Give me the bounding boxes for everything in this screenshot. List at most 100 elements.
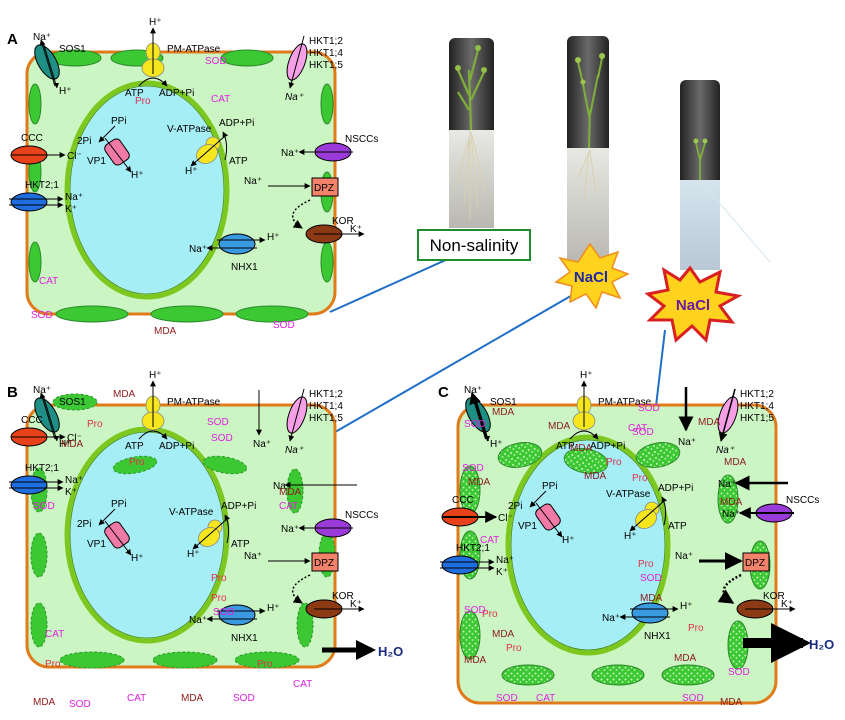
atp-label: ATP [229, 156, 248, 167]
hkt21-label: HKT2;1 [456, 543, 490, 554]
na-label: Na⁺ [281, 148, 299, 159]
h-label: H⁺ [187, 549, 200, 560]
na-efflux-arrow [469, 391, 487, 440]
cat-label: CAT [536, 693, 555, 704]
h-transport-arrow [104, 137, 132, 173]
panel-letter: C [438, 384, 449, 401]
k-label: K⁺ [350, 599, 362, 610]
h-label: H⁺ [149, 17, 162, 28]
h-transport-arrow [104, 520, 132, 556]
nhx1-antiporter [218, 233, 256, 255]
h-label: H⁺ [59, 86, 72, 97]
dpz-kor-arrow [292, 574, 311, 604]
adp-pi-label: ADP+Pi [590, 441, 625, 452]
k-label: K⁺ [65, 487, 77, 498]
na-label: Na⁺ [273, 481, 291, 492]
hkt1-label: HKT1;5 [740, 413, 774, 424]
sod-label: SOD [69, 699, 91, 710]
mda-label: MDA [720, 697, 743, 708]
vacuole [505, 434, 671, 656]
v-atpase-label: V-ATPase [606, 489, 651, 500]
v-atpase-bottom [198, 527, 220, 547]
sod-label: SOD [205, 56, 227, 67]
pro-label: Pro [211, 593, 227, 604]
sos1-label: SOS1 [490, 397, 517, 408]
na-label: Na⁺ [189, 615, 207, 626]
h-transport-arrow [629, 500, 665, 532]
k-label: K⁺ [65, 204, 77, 215]
chloroplast [150, 305, 224, 323]
connector-b [329, 285, 589, 436]
h-label: H⁺ [131, 553, 144, 564]
pro-label: Pro [632, 473, 648, 484]
h-label: H⁺ [149, 370, 162, 381]
vp1-label: VP1 [87, 156, 106, 167]
atp-label: ATP [231, 539, 250, 550]
chloroplast [234, 651, 300, 669]
na-label: Na⁺ [464, 385, 482, 396]
ppi-hydrolysis-arrow [98, 508, 116, 526]
v-atpase-bottom [196, 144, 218, 164]
nhx1-antiporter [218, 604, 256, 626]
nhx1-label: NHX1 [231, 633, 258, 644]
sod-label: SOD [233, 693, 255, 704]
sos1-transporter [34, 397, 60, 433]
mda-label: MDA [724, 457, 747, 468]
atp-hydrolysis-arrow [224, 514, 231, 544]
tube-nacl-moderate [567, 36, 609, 264]
sod-label: SOD [638, 403, 660, 414]
v-atpase-label: V-ATPase [167, 124, 212, 135]
pro-label: Pro [45, 659, 61, 670]
chloroplast [112, 455, 158, 475]
pm-atpase-label: PM-ATPase [598, 397, 652, 408]
atp-hydrolysis-arrow [138, 77, 168, 87]
pro-label: Pro [606, 457, 622, 468]
atp-label: ATP [668, 521, 687, 532]
h-label: H⁺ [267, 603, 280, 614]
atp-label: ATP [125, 88, 144, 99]
sod-label: SOD [682, 693, 704, 704]
cl-label: Cl⁻ [67, 151, 82, 162]
dpz-box [311, 177, 339, 197]
chloroplast [591, 664, 645, 686]
cat-label: CAT [279, 501, 298, 512]
sos1-label: SOS1 [59, 397, 86, 408]
atp-label: ATP [125, 441, 144, 452]
chloroplast [717, 474, 739, 524]
adp-pi-label: ADP+Pi [159, 88, 194, 99]
ccc-label: CCC [452, 495, 474, 506]
mda-label: MDA [154, 326, 177, 337]
sod-label: SOD [273, 320, 295, 331]
panel-letter: A [7, 31, 18, 48]
mda-label: MDA [33, 697, 56, 708]
chloroplast [30, 532, 48, 578]
mda-label: MDA [698, 417, 721, 428]
dpz-kor-arrow [292, 199, 311, 229]
na-label: Na⁺ [189, 244, 207, 255]
sod-label: SOD [464, 419, 486, 430]
na-label: Na⁺ [244, 176, 262, 187]
sod-label: SOD [33, 501, 55, 512]
h-label: H⁺ [624, 531, 637, 542]
nacl-burst-moderate: NaCl [554, 242, 630, 310]
sod-label: SOD [464, 605, 486, 616]
sod-label: SOD [31, 310, 53, 321]
dpz-label: DPZ [745, 558, 765, 569]
dpz-label: DPZ [314, 183, 334, 194]
na-label: Na⁺ [33, 385, 51, 396]
cat-label: CAT [211, 94, 230, 105]
na-label: Na⁺ [244, 551, 262, 562]
na-label: Na⁺ [65, 192, 83, 203]
ppi-hydrolysis-arrow [529, 490, 547, 508]
sod-label: SOD [632, 427, 654, 438]
atp-hydrolysis-arrow [138, 430, 168, 440]
pro-label: Pro [87, 419, 103, 430]
mda-label: MDA [468, 477, 491, 488]
hkt21-transporter [10, 475, 48, 495]
ppi-hydrolysis-arrow [98, 125, 116, 143]
hkt21-transporter [441, 555, 479, 575]
nacl-label-moderate: NaCl [574, 269, 608, 286]
nsccs-label: NSCCs [345, 134, 378, 145]
